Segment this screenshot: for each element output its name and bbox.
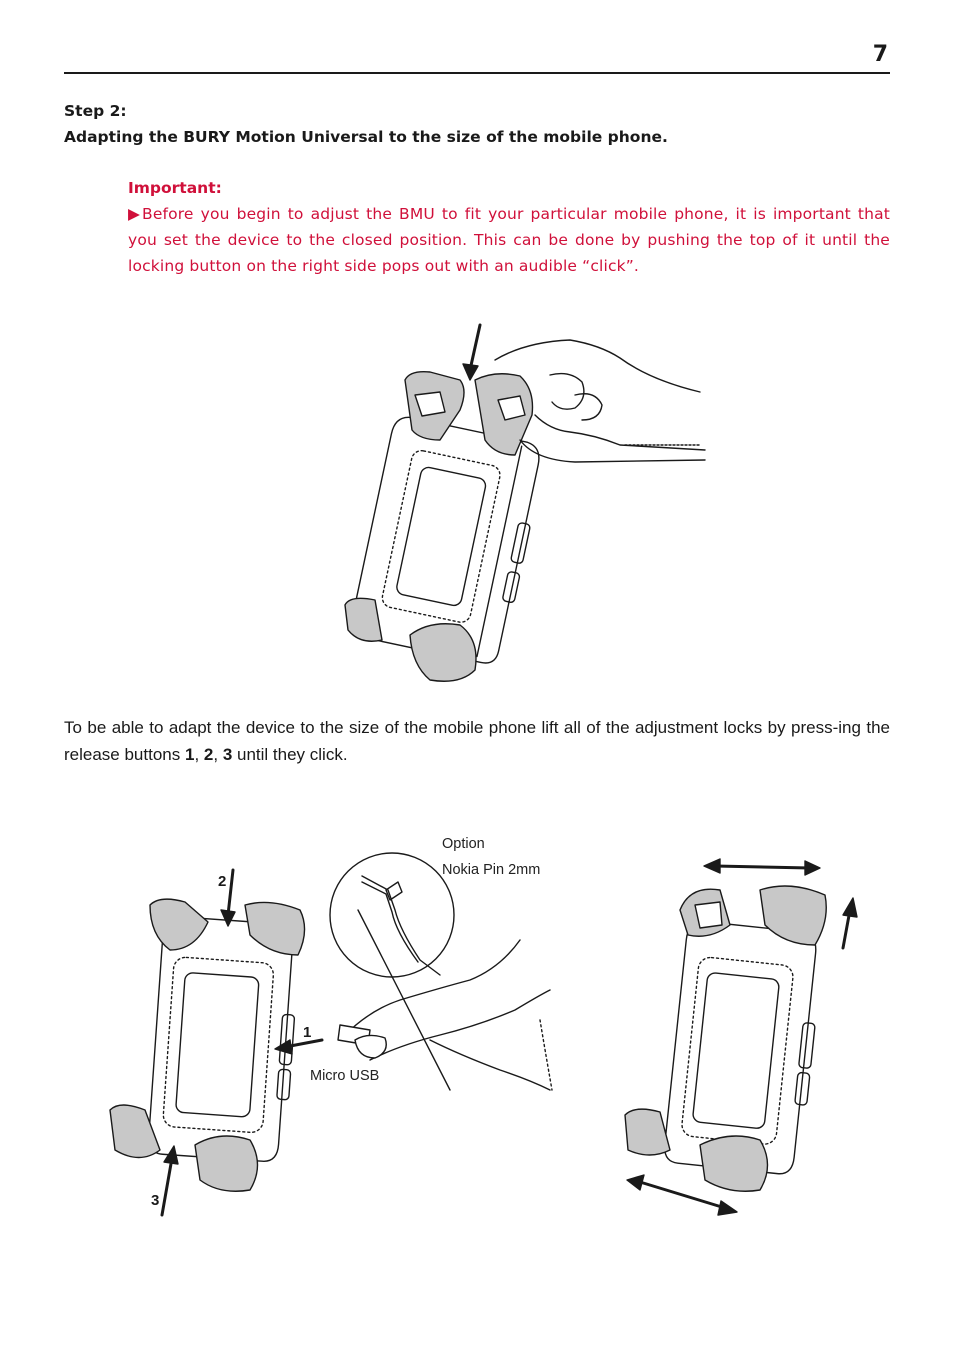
marker-2: 2 [218, 873, 227, 890]
bullet-arrow-icon: ▶ [128, 205, 143, 223]
step-title: Adapting the BURY Motion Universal to th… [64, 128, 668, 146]
release-button-3-ref: 3 [222, 745, 233, 764]
nokia-pin-label: Nokia Pin 2mm [442, 862, 541, 878]
option-label: Option [442, 836, 485, 852]
figure-release-buttons [109, 852, 553, 1217]
instruction-text-end: until they click. [232, 745, 348, 764]
important-text: ▶Before you begin to adjust the BMU to f… [128, 201, 890, 279]
marker-3: 3 [151, 1192, 160, 1209]
marker-1: 1 [303, 1024, 312, 1041]
instruction-text: To be able to adapt the device to the si… [64, 718, 890, 764]
figure-close-holder [344, 323, 706, 682]
step-heading: Step 2: Adapting the BURY Motion Univers… [64, 98, 890, 150]
figure-holder-opened [624, 858, 858, 1216]
separator: , [213, 745, 223, 764]
step-label: Step 2: [64, 102, 127, 120]
important-body: Before you begin to adjust the BMU to fi… [128, 205, 891, 275]
page-number: 7 [872, 42, 888, 67]
micro-usb-label: Micro USB [310, 1068, 380, 1084]
header-rule [64, 72, 890, 74]
holder-body [350, 416, 540, 664]
release-button-2-ref: 2 [203, 745, 214, 764]
release-button-1-ref: 1 [184, 745, 195, 764]
important-note: Important: ▶Before you begin to adjust t… [128, 175, 890, 279]
important-label: Important: [128, 179, 222, 197]
separator: , [194, 745, 204, 764]
hand [494, 339, 706, 463]
bottom-jaw-left [344, 597, 383, 642]
instruction-paragraph: To be able to adapt the device to the si… [64, 714, 890, 768]
